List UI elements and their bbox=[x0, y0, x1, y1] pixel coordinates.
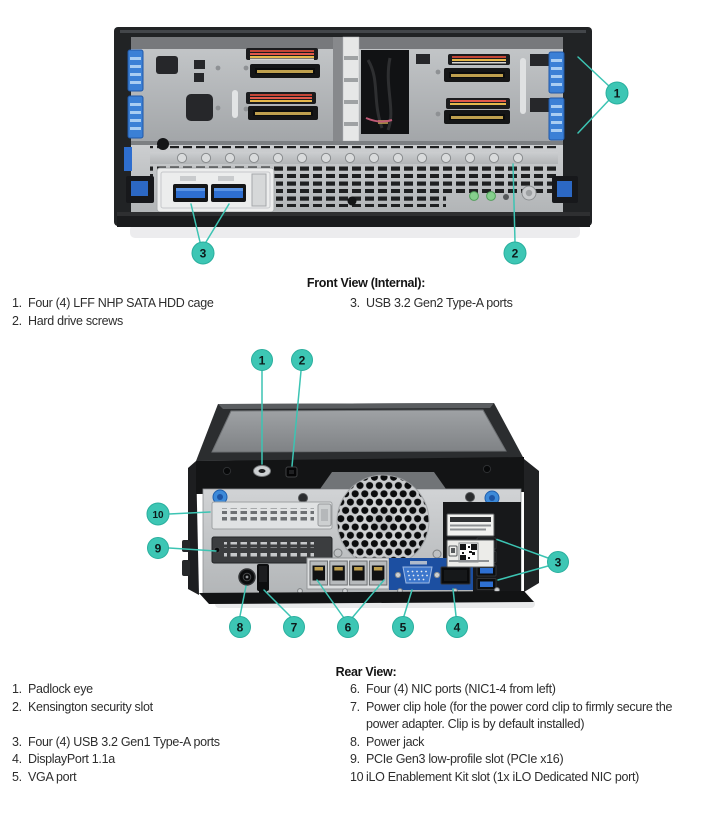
front-legend-right: 3. USB 3.2 Gen2 Type-A ports bbox=[350, 295, 690, 313]
svg-text:4: 4 bbox=[454, 621, 461, 635]
fan-grille bbox=[320, 472, 446, 568]
svg-text:8: 8 bbox=[237, 621, 244, 635]
rear-callout-8: 8 bbox=[229, 585, 251, 638]
svg-text:7: 7 bbox=[291, 621, 298, 635]
front-callout-1: 1 bbox=[577, 56, 629, 134]
svg-text:9: 9 bbox=[155, 542, 162, 556]
rear-legend-left: 1. Padlock eye 2. Kensington security sl… bbox=[12, 681, 337, 786]
legend-item: 10 iLO Enablement Kit slot (1x iLO Dedic… bbox=[350, 769, 640, 784]
padlock-eye bbox=[253, 465, 271, 477]
rear-callout-5: 5 bbox=[392, 589, 414, 638]
rear-callout-6: 6 bbox=[316, 579, 385, 638]
legend-item: 3. USB 3.2 Gen2 Type-A ports bbox=[350, 296, 513, 310]
legend-item: 6. Four (4) NIC ports (NIC1-4 from left) bbox=[350, 682, 556, 696]
svg-text:1: 1 bbox=[614, 87, 621, 101]
legend-item: 9. PCIe Gen3 low-profile slot (PCIe x16) bbox=[350, 752, 564, 766]
sata-connector-right bbox=[444, 68, 510, 124]
legend-item: 4. DisplayPort 1.1a bbox=[12, 752, 115, 766]
vga-port bbox=[394, 566, 441, 584]
sata-cables-left bbox=[246, 48, 318, 104]
front-callout-3: 3 bbox=[190, 203, 230, 265]
drive-rails bbox=[127, 49, 565, 141]
sata-connector bbox=[248, 64, 320, 120]
pcie-slot bbox=[211, 536, 333, 564]
legend-item: 2. Hard drive screws bbox=[12, 313, 123, 328]
ilo-enablement-slot bbox=[211, 501, 333, 530]
rear-top-face bbox=[196, 403, 524, 461]
front-view-caption: Front View (Internal): bbox=[306, 276, 426, 290]
rear-callout-3: 3 bbox=[496, 538, 569, 581]
rear-callout-2: 2 bbox=[291, 349, 313, 467]
rear-right-side bbox=[524, 459, 539, 592]
qr-label bbox=[446, 539, 495, 568]
cable-opening bbox=[361, 50, 409, 134]
front-internal-photo: 1 2 3 bbox=[114, 27, 629, 265]
sata-cables-right bbox=[446, 54, 510, 109]
rear-base bbox=[199, 591, 534, 604]
legend-item: 5. VGA port bbox=[12, 769, 77, 784]
power-clip bbox=[257, 564, 269, 595]
svg-text:2: 2 bbox=[512, 247, 519, 261]
edge-latches bbox=[124, 138, 578, 203]
front-callout-2: 2 bbox=[503, 163, 527, 265]
svg-text:2: 2 bbox=[299, 354, 306, 368]
rear-callout-10: 10 bbox=[146, 502, 211, 526]
legend-item: 3. Four (4) USB 3.2 Gen1 Type-A ports bbox=[12, 734, 220, 749]
front-legend-left: 1. Four (4) LFF NHP SATA HDD cage 2. Har… bbox=[12, 295, 322, 330]
svg-text:5: 5 bbox=[400, 621, 407, 635]
rear-left-side bbox=[188, 461, 199, 595]
legend-item: 7. Power clip hole (for the power cord c… bbox=[350, 699, 673, 732]
drive-rail-stripes bbox=[130, 57, 562, 132]
svg-text:3: 3 bbox=[200, 247, 207, 261]
cage-divider bbox=[333, 36, 360, 142]
legend-item: 8. Power jack bbox=[350, 734, 425, 749]
rear-callout-1: 1 bbox=[251, 349, 273, 465]
legend-item: 2. Kensington security slot bbox=[12, 699, 153, 714]
displayport bbox=[440, 566, 471, 585]
nic-ports bbox=[306, 557, 390, 590]
rear-view-caption: Rear View: bbox=[335, 665, 397, 679]
legend-item: 1. Padlock eye bbox=[12, 682, 93, 696]
svg-text:1: 1 bbox=[259, 354, 266, 368]
video-io-panel bbox=[389, 558, 473, 590]
rear-callout-7: 7 bbox=[263, 589, 305, 638]
hard-drive-screws bbox=[150, 152, 558, 164]
svg-text:10: 10 bbox=[152, 510, 164, 521]
power-jack bbox=[238, 568, 256, 586]
legend-item: 1. Four (4) LFF NHP SATA HDD cage bbox=[12, 296, 214, 310]
rear-callout-4: 4 bbox=[446, 588, 468, 638]
rear-view-photo: 1 2 10 9 3 8 7 6 5 bbox=[146, 349, 569, 638]
svg-text:6: 6 bbox=[345, 621, 352, 635]
kensington-slot bbox=[285, 466, 298, 478]
svg-text:3: 3 bbox=[555, 556, 562, 570]
rear-legend-right: 6. Four (4) NIC ports (NIC1-4 from left)… bbox=[350, 681, 702, 786]
hdd-cage bbox=[127, 36, 565, 142]
notice-label bbox=[446, 513, 495, 537]
front-status-leds bbox=[469, 185, 537, 201]
rear-callout-9: 9 bbox=[147, 537, 217, 559]
front-usb-ports bbox=[156, 167, 275, 213]
front-floor-shadow bbox=[130, 224, 580, 238]
